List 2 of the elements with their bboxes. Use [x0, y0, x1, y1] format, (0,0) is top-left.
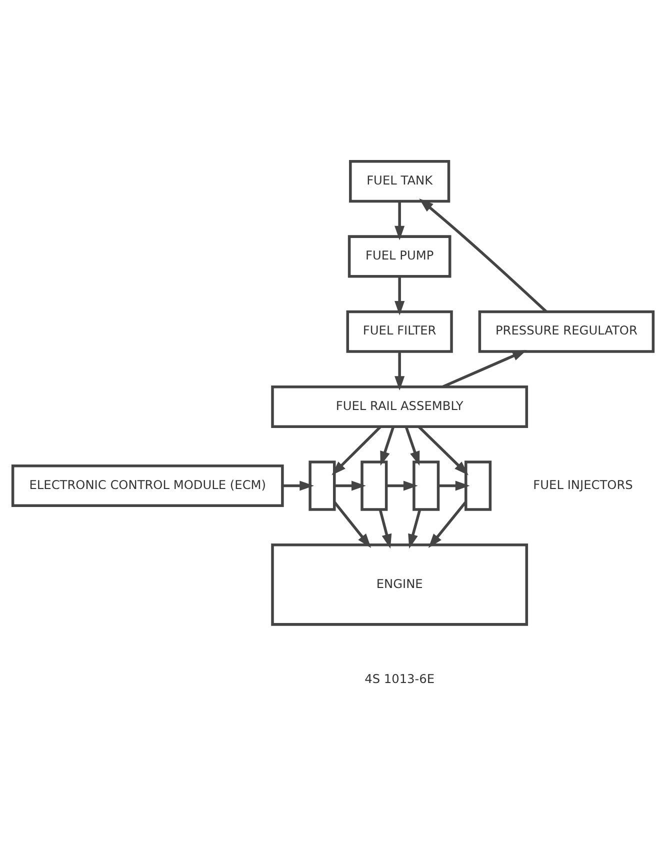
- label: FUEL INJECTORS: [533, 478, 633, 492]
- label: 4S 1013-6E: [364, 672, 435, 686]
